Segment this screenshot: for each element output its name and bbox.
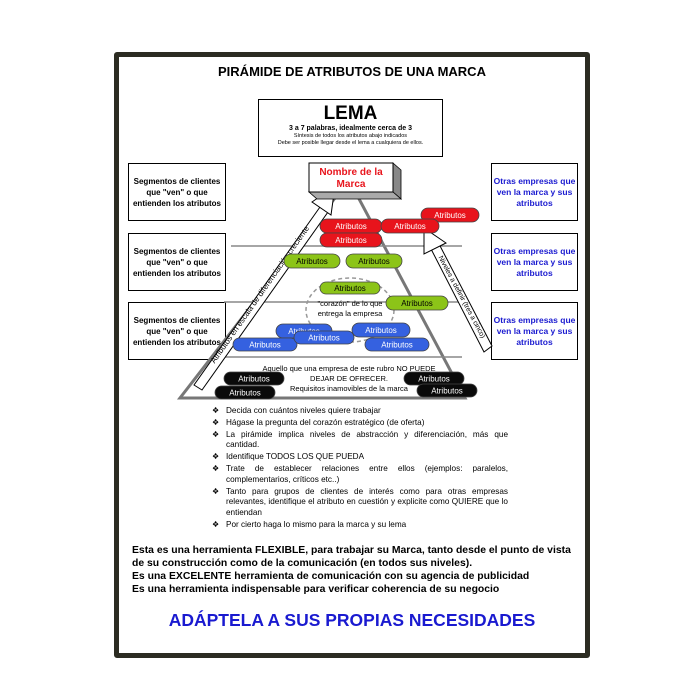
list-item: ❖Identifique TODOS LOS QUE PUEDA bbox=[212, 452, 365, 462]
attribute-pill-label: Atributos bbox=[401, 299, 433, 308]
list-item: ❖Tanto para grupos de clientes de interé… bbox=[212, 486, 508, 517]
instructions-list: ❖Decida con cuántos niveles quiere traba… bbox=[212, 406, 508, 532]
attribute-pill: Atributos bbox=[214, 385, 276, 400]
attribute-pill: Atributos bbox=[345, 253, 403, 269]
diamond-bullet-icon: ❖ bbox=[212, 519, 220, 529]
attribute-pill: Atributos bbox=[319, 218, 383, 234]
attribute-pill: Atributos bbox=[416, 383, 478, 398]
attribute-pill: Atributos bbox=[380, 218, 440, 234]
attribute-pill-label: Atributos bbox=[434, 211, 466, 220]
diamond-bullet-icon: ❖ bbox=[212, 406, 220, 415]
lema-subtitle: 3 a 7 palabras, idealmente cerca de 3 bbox=[289, 125, 412, 132]
lema-line-2: Debe ser posible llegar desde el lema a … bbox=[277, 140, 424, 146]
attribute-pill: Atributos bbox=[283, 253, 341, 269]
brand-name-line-2: Marca bbox=[337, 179, 366, 190]
summary-line-3: Es una herramienta indispensable para ve… bbox=[132, 584, 500, 595]
attribute-pill: Atributos bbox=[293, 330, 355, 345]
attribute-pill-label: Atributos bbox=[308, 334, 340, 343]
page-title: PIRÁMIDE DE ATRIBUTOS DE UNA MARCA bbox=[218, 64, 486, 79]
list-item: ❖La pirámide implica niveles de abstracc… bbox=[212, 429, 508, 450]
list-item: ❖Por cierto haga lo mismo para la marca … bbox=[212, 519, 407, 529]
heart-text-line-1: "corazón" de lo que bbox=[318, 299, 383, 308]
summary-line-1: Esta es una herramienta FLEXIBLE, para t… bbox=[132, 545, 571, 569]
attribute-pill-label: Atributos bbox=[431, 387, 463, 396]
brand-name-box: Nombre de la Marca bbox=[307, 162, 403, 200]
diamond-bullet-icon: ❖ bbox=[212, 429, 220, 439]
base-text-line-1: Aquello que una empresa de este rubro NO… bbox=[262, 364, 435, 373]
attribute-pill: Atributos bbox=[223, 371, 285, 386]
lema-line-1: Síntesis de todos los atributos abajo in… bbox=[293, 133, 408, 139]
attribute-pill-label: Atributos bbox=[296, 257, 328, 266]
lema-title: LEMA bbox=[323, 103, 378, 124]
attribute-pill: Atributos bbox=[403, 371, 465, 386]
attribute-pill-label: Atributos bbox=[365, 326, 397, 335]
attribute-pill-label: Atributos bbox=[418, 375, 450, 384]
attribute-pill-label: Atributos bbox=[238, 375, 270, 384]
diamond-bullet-icon: ❖ bbox=[212, 417, 220, 427]
attribute-pill-label: Atributos bbox=[394, 222, 426, 231]
left-segment-box-2: Segmentos de clientes que "ven" o que en… bbox=[128, 233, 226, 291]
attribute-pill-label: Atributos bbox=[334, 284, 366, 293]
diamond-bullet-icon: ❖ bbox=[212, 464, 220, 474]
list-item: ❖Decida con cuántos niveles quiere traba… bbox=[212, 406, 381, 415]
right-company-box-3: Otras empresas que ven la marca y sus at… bbox=[491, 302, 578, 360]
right-company-box-2: Otras empresas que ven la marca y sus at… bbox=[491, 233, 578, 291]
attribute-pill-label: Atributos bbox=[229, 389, 261, 398]
attribute-pill-label: Atributos bbox=[381, 341, 413, 350]
attribute-pill-label: Atributos bbox=[335, 222, 367, 231]
attribute-pill: Atributos bbox=[319, 281, 381, 295]
diamond-bullet-icon: ❖ bbox=[212, 452, 220, 462]
left-segment-box-3: Segmentos de clientes que "ven" o que en… bbox=[128, 302, 226, 360]
base-text-line-2: DEJAR DE OFRECER. bbox=[310, 374, 388, 383]
lema-box: LEMA 3 a 7 palabras, idealmente cerca de… bbox=[258, 99, 443, 157]
summary-paragraph: Esta es una herramienta FLEXIBLE, para t… bbox=[132, 544, 572, 596]
left-segment-box-1: Segmentos de clientes que "ven" o que en… bbox=[128, 163, 226, 221]
right-company-box-1: Otras empresas que ven la marca y sus at… bbox=[491, 163, 578, 221]
brand-name-line-1: Nombre de la bbox=[319, 167, 383, 178]
attribute-pill-label: Atributos bbox=[249, 341, 281, 350]
footer-slogan: ADÁPTELA A SUS PROPIAS NECESIDADES bbox=[168, 610, 536, 630]
list-item: ❖Trate de establecer relaciones entre el… bbox=[212, 464, 508, 484]
attribute-pill-label: Atributos bbox=[358, 257, 390, 266]
attribute-pill: Atributos bbox=[364, 337, 430, 352]
list-item: ❖Hágase la pregunta del corazón estratég… bbox=[212, 417, 425, 427]
attribute-pill: Atributos bbox=[420, 207, 480, 223]
base-text-line-3: Requisitos inamovibles de la marca bbox=[290, 384, 409, 393]
attribute-pill: Atributos bbox=[232, 337, 298, 352]
attribute-pill-label: Atributos bbox=[335, 236, 367, 245]
heart-text-line-2: entrega la empresa bbox=[318, 309, 383, 318]
attribute-pill: Atributos bbox=[351, 322, 411, 338]
summary-line-2: Es una EXCELENTE herramienta de comunica… bbox=[132, 571, 530, 582]
attribute-pill: Atributos bbox=[385, 295, 449, 311]
attribute-pill: Atributos bbox=[319, 232, 383, 248]
diamond-bullet-icon: ❖ bbox=[212, 486, 220, 496]
